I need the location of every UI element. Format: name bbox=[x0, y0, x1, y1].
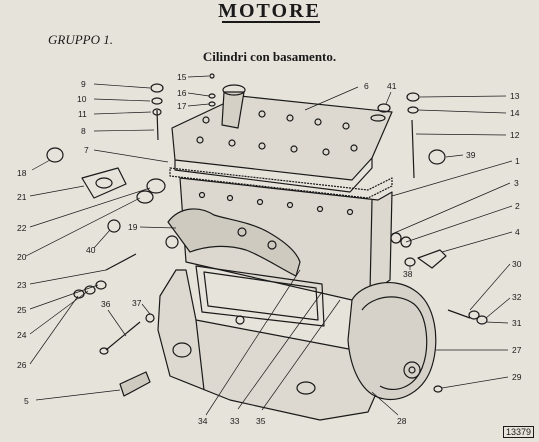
group-label: GRUPPO 1. bbox=[48, 32, 113, 47]
callout-16: 16 bbox=[177, 88, 187, 98]
title-underline bbox=[222, 21, 320, 23]
callout-14: 14 bbox=[510, 108, 520, 118]
callout-1: 1 bbox=[515, 156, 520, 166]
callout-19: 19 bbox=[128, 222, 138, 232]
callout-36: 36 bbox=[101, 299, 111, 309]
callout-29: 29 bbox=[512, 372, 522, 382]
callout-4: 4 bbox=[515, 227, 520, 237]
callout-23: 23 bbox=[17, 280, 27, 290]
callout-6: 6 bbox=[364, 81, 369, 91]
cylinder-head bbox=[171, 95, 393, 193]
callout-9: 9 bbox=[81, 79, 86, 89]
callout-37: 37 bbox=[132, 298, 142, 308]
callout-20: 20 bbox=[17, 252, 27, 262]
callout-30: 30 bbox=[512, 259, 522, 269]
callout-15: 15 bbox=[177, 72, 187, 82]
figure-subtitle: Cilindri con basamento. bbox=[202, 49, 337, 64]
callout-22: 22 bbox=[17, 223, 27, 233]
callout-32: 32 bbox=[512, 292, 522, 302]
callout-21: 21 bbox=[17, 192, 27, 202]
callout-24: 24 bbox=[17, 330, 27, 340]
callout-26: 26 bbox=[17, 360, 27, 370]
callout-11: 11 bbox=[78, 109, 87, 119]
callout-35: 35 bbox=[256, 416, 266, 426]
callout-27: 27 bbox=[512, 345, 522, 355]
callout-labels: 9 10 11 8 15 16 17 6 41 13 14 12 18 7 39… bbox=[17, 72, 522, 426]
callout-38: 38 bbox=[403, 269, 413, 279]
callout-5: 5 bbox=[24, 396, 29, 406]
callout-10: 10 bbox=[77, 94, 87, 104]
callout-34: 34 bbox=[198, 416, 208, 426]
callout-12: 12 bbox=[510, 130, 520, 140]
water-outlet-pipe bbox=[221, 84, 246, 129]
callout-7: 7 bbox=[84, 145, 89, 155]
callout-18: 18 bbox=[17, 168, 27, 178]
leader-lines bbox=[25, 75, 513, 416]
callout-25: 25 bbox=[17, 305, 27, 315]
callout-3: 3 bbox=[514, 178, 519, 188]
callout-17: 17 bbox=[177, 101, 187, 111]
callout-8: 8 bbox=[81, 126, 86, 136]
callout-28: 28 bbox=[397, 416, 407, 426]
timing-cover bbox=[347, 281, 437, 400]
callout-40: 40 bbox=[86, 245, 96, 255]
cylinder-block bbox=[179, 177, 393, 301]
page-title: MOTORE bbox=[218, 0, 321, 22]
callout-31: 31 bbox=[512, 318, 522, 328]
head-gasket bbox=[169, 167, 393, 199]
callout-2: 2 bbox=[515, 201, 520, 211]
callout-39: 39 bbox=[466, 150, 476, 160]
callout-13: 13 bbox=[510, 91, 520, 101]
callout-41: 41 bbox=[387, 81, 397, 91]
side-cover-plate bbox=[195, 265, 325, 327]
callout-33: 33 bbox=[230, 416, 240, 426]
exhaust-manifold bbox=[165, 208, 301, 277]
figure-reference-number: 13379 bbox=[502, 426, 534, 438]
